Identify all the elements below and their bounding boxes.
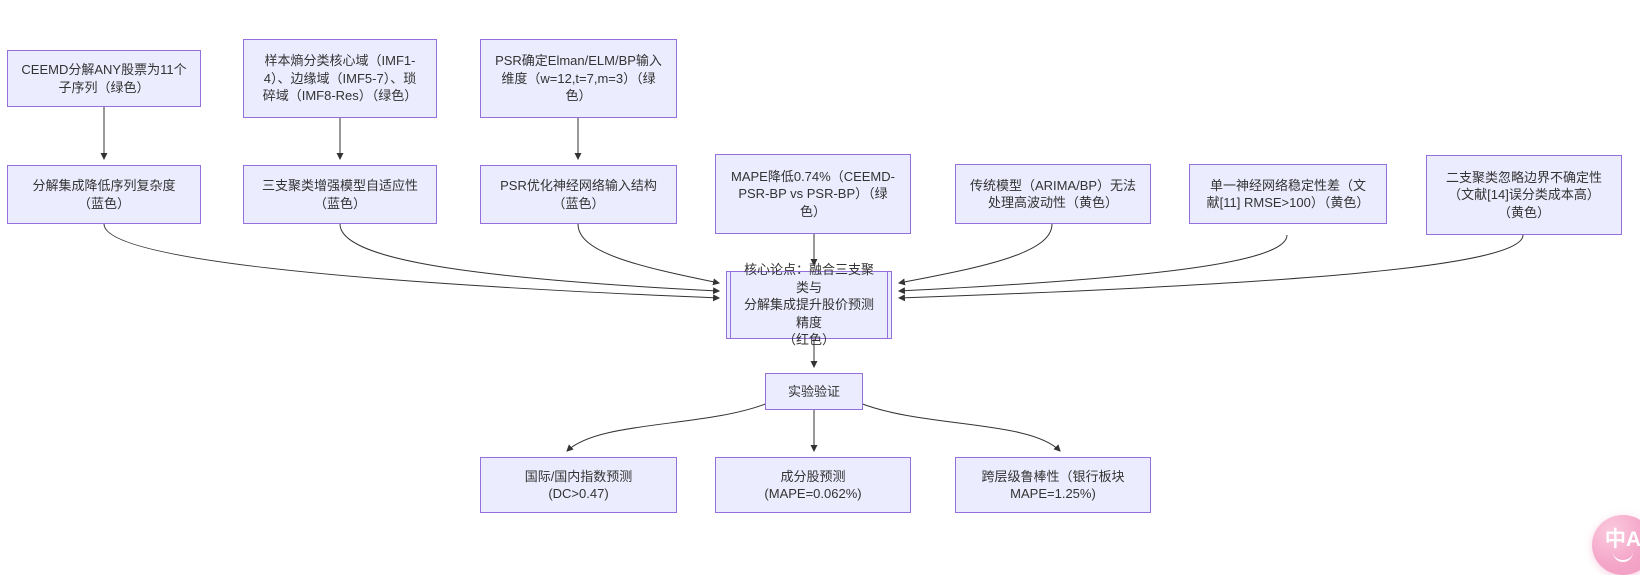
- node-label: CEEMD分解ANY股票为11个 子序列（绿色）: [21, 62, 187, 95]
- node-decomposition-complexity: 分解集成降低序列复杂度 （蓝色）: [7, 165, 201, 224]
- edge-threeway-to-core: [339, 223, 721, 295]
- node-three-way-clustering: 三支聚类增强模型自适应性 （蓝色）: [243, 165, 437, 224]
- node-two-way-clustering-limit: 二支聚类忽略边界不确定性 （文献[14]误分类成本高） （黄色）: [1426, 155, 1622, 235]
- translate-swoosh-icon: [1613, 552, 1633, 562]
- node-label: 国际/国内指数预测 (DC>0.47): [524, 468, 633, 502]
- node-label: MAPE降低0.74%（CEEMD- PSR-BP vs PSR-BP）（绿 色…: [731, 168, 895, 219]
- node-cross-level-robustness: 跨层级鲁棒性（银行板块 MAPE=1.25%): [955, 457, 1151, 513]
- node-psr-input-dimension: PSR确定Elman/ELM/BP输入 维度（w=12,t=7,m=3）（绿 色…: [480, 39, 677, 118]
- node-label: 单一神经网络稳定性差（文 献[11] RMSE>100）（黄色）: [1206, 177, 1370, 211]
- node-core-thesis: 核心论点：融合三支聚类与 分解集成提升股价预测精度 （红色）: [726, 262, 892, 347]
- node-ceemd-decompose: CEEMD分解ANY股票为11个 子序列（绿色）: [7, 50, 201, 107]
- node-traditional-models-limit: 传统模型（ARIMA/BP）无法 处理高波动性（黄色）: [955, 164, 1151, 224]
- node-label: 核心论点：融合三支聚类与 分解集成提升股价预测精度 （红色）: [743, 262, 874, 348]
- node-index-prediction: 国际/国内指数预测 (DC>0.47): [480, 457, 677, 513]
- node-single-nn-instability: 单一神经网络稳定性差（文 献[11] RMSE>100）（黄色）: [1189, 164, 1387, 224]
- edge-singlenn-to-core: [897, 234, 1288, 295]
- node-label: 二支聚类忽略边界不确定性 （文献[14]误分类成本高） （黄色）: [1445, 169, 1602, 220]
- node-label: PSR优化神经网络输入结构 （蓝色）: [500, 178, 657, 211]
- edge-decomp-to-core: [103, 223, 721, 302]
- translate-floating-button[interactable]: 中A: [1592, 515, 1640, 575]
- node-sample-entropy-domains: 样本熵分类核心域（IMF1- 4）、边缘域（IMF5-7）、琐 碎域（IMF8-…: [243, 39, 437, 118]
- node-label: 传统模型（ARIMA/BP）无法 处理高波动性（黄色）: [969, 177, 1137, 211]
- edge-psropt-to-core: [577, 223, 721, 286]
- node-label: 成分股预测 (MAPE=0.062%): [764, 468, 862, 502]
- edge-trad-to-core: [897, 223, 1053, 286]
- node-experimental-validation: 实验验证: [765, 373, 863, 410]
- node-constituent-prediction: 成分股预测 (MAPE=0.062%): [715, 457, 911, 513]
- node-label: 跨层级鲁棒性（银行板块 MAPE=1.25%): [981, 468, 1125, 502]
- node-label: 样本熵分类核心域（IMF1- 4）、边缘域（IMF5-7）、琐 碎域（IMF8-…: [262, 53, 418, 104]
- node-psr-optimized-structure: PSR优化神经网络输入结构 （蓝色）: [480, 165, 677, 224]
- node-mape-reduction: MAPE降低0.74%（CEEMD- PSR-BP vs PSR-BP）（绿 色…: [715, 154, 911, 234]
- edge-twoway-to-core: [897, 234, 1524, 302]
- node-label: 分解集成降低序列复杂度 （蓝色）: [32, 178, 176, 211]
- translate-icon: 中A: [1604, 527, 1640, 551]
- node-label: 三支聚类增强模型自适应性 （蓝色）: [261, 178, 418, 211]
- edge-exp-to-robust: [859, 402, 1061, 452]
- node-label: 实验验证: [787, 383, 840, 399]
- edge-exp-to-index: [566, 402, 769, 452]
- node-label: PSR确定Elman/ELM/BP输入 维度（w=12,t=7,m=3）（绿 色…: [495, 53, 662, 104]
